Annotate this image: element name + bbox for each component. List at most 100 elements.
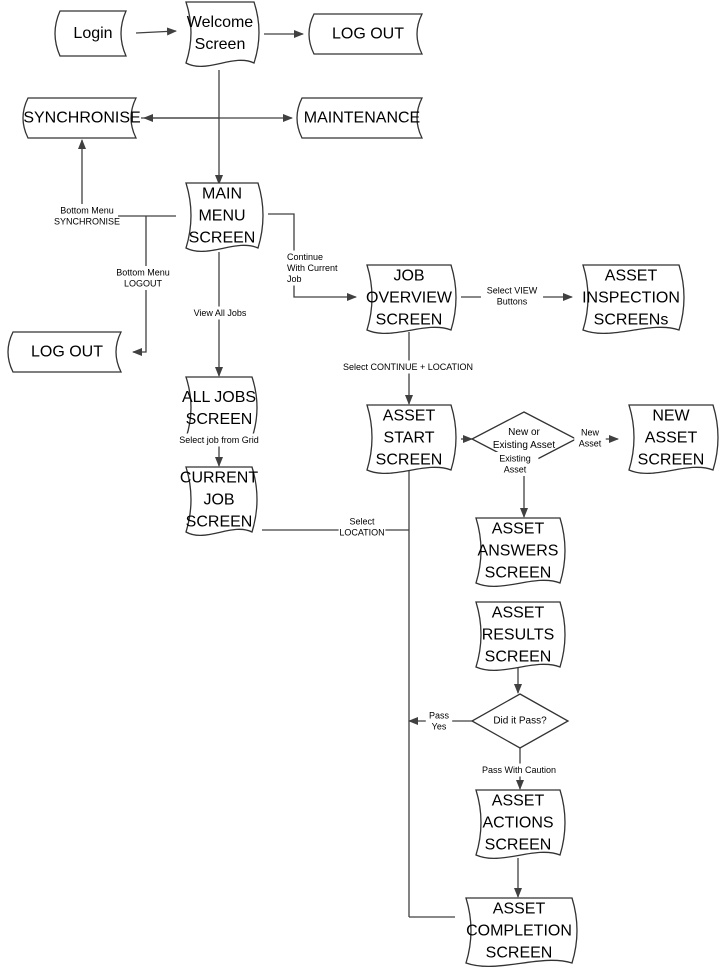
node-shape bbox=[22, 97, 138, 139]
node-label-line: Did it Pass? bbox=[493, 716, 547, 727]
node-shape bbox=[185, 466, 258, 537]
node-label-line: INSPECTION bbox=[582, 290, 680, 307]
edge-label-select-continue-location: Select CONTINUE + LOCATION bbox=[338, 360, 478, 374]
node-label-line: SCREEN bbox=[186, 514, 253, 531]
edge-label-line: Asset bbox=[579, 439, 602, 449]
edge-label-line: Pass bbox=[429, 711, 450, 721]
node-asset-start: ASSET START SCREEN bbox=[366, 404, 457, 475]
node-label-line: ASSET bbox=[383, 408, 436, 425]
edge-label-line: View All Jobs bbox=[194, 308, 247, 318]
node-did-it-pass: Did it Pass? bbox=[470, 693, 570, 749]
node-label-line: ANSWERS bbox=[478, 543, 559, 560]
node-label-line: SCREEN bbox=[485, 837, 552, 854]
edge-label-line: Pass With Caution bbox=[482, 765, 556, 775]
node-shape bbox=[296, 97, 424, 139]
node-label-line: ASSET bbox=[605, 268, 658, 285]
node-shape bbox=[7, 331, 123, 373]
edge-label-line: Yes bbox=[432, 722, 447, 732]
edge-label-bg bbox=[111, 266, 175, 290]
edge-label-line: Buttons bbox=[497, 297, 528, 307]
node-label-line: Welcome bbox=[187, 14, 253, 31]
edge-label-bg bbox=[480, 284, 544, 308]
node-shape bbox=[628, 404, 719, 475]
node-label-line: OVERVIEW bbox=[366, 290, 453, 307]
node-label-line: START bbox=[384, 430, 435, 447]
edge-label-bg bbox=[285, 250, 353, 286]
node-label-line: MAINTENANCE bbox=[304, 110, 420, 127]
edge-label-line: New bbox=[581, 428, 600, 438]
node-label-line: Existing Asset bbox=[493, 440, 555, 451]
node-shape bbox=[582, 264, 685, 334]
node-label-line: CURRENT bbox=[180, 470, 258, 487]
edge-label-line: LOGOUT bbox=[124, 279, 163, 289]
edge-label-bg bbox=[425, 709, 453, 733]
node-label-line: MENU bbox=[198, 208, 245, 225]
edge-label-line: LOCATION bbox=[339, 528, 384, 538]
node-logout-top: LOG OUT bbox=[308, 13, 424, 55]
edge-label-bg bbox=[338, 515, 386, 539]
node-shape bbox=[185, 182, 264, 253]
node-label-line: LOG OUT bbox=[332, 26, 404, 43]
node-logout-left: LOG OUT bbox=[7, 331, 123, 373]
node-maintenance: MAINTENANCE bbox=[296, 97, 424, 139]
edge-label-line: Continue bbox=[287, 252, 323, 262]
node-label-line: SCREEN bbox=[638, 452, 705, 469]
edge-label-bg bbox=[472, 763, 566, 777]
node-label-line: SCREENs bbox=[594, 312, 669, 329]
node-job-overview: JOB OVERVIEW SCREEN bbox=[366, 264, 457, 335]
node-label-line: ASSET bbox=[492, 605, 545, 622]
edge-label-bg bbox=[574, 426, 606, 450]
node-shape bbox=[470, 693, 570, 749]
node-label-line: JOB bbox=[393, 268, 424, 285]
node-label-line: Screen bbox=[195, 36, 246, 53]
node-label-line: SCREEN bbox=[485, 565, 552, 582]
node-label-line: ALL JOBS bbox=[182, 389, 256, 406]
node-shape bbox=[366, 264, 457, 335]
edge-label-line: Bottom Menu bbox=[60, 206, 114, 216]
node-label-line: SCREEN bbox=[189, 230, 256, 247]
edge-label-select-job-grid: Select job from Grid bbox=[165, 433, 273, 447]
node-shape bbox=[185, 376, 258, 443]
edge-label-bg bbox=[55, 204, 119, 228]
edge-label-bg bbox=[165, 433, 273, 447]
edge-label-line: SYNCHRONISE bbox=[54, 217, 120, 227]
edge-label-pass-with-caution: Pass With Caution bbox=[472, 763, 566, 777]
connector-line bbox=[132, 216, 147, 356]
node-label-line: SCREEN bbox=[376, 452, 443, 469]
edge-label-line: Select job from Grid bbox=[179, 435, 259, 445]
edge-label-line: With Current bbox=[287, 263, 338, 273]
node-shape bbox=[475, 601, 566, 672]
edge-label-bg bbox=[183, 306, 257, 320]
node-label-line: New or bbox=[508, 427, 540, 438]
edge-label-bg bbox=[338, 360, 478, 374]
node-label-line: LOG OUT bbox=[31, 344, 103, 361]
node-shape bbox=[185, 1, 260, 68]
node-asset-inspection: ASSET INSPECTION SCREENs bbox=[582, 264, 685, 334]
edge-label-line: Job bbox=[287, 274, 302, 284]
node-login: Login bbox=[54, 10, 127, 57]
edge-label-view-all-jobs: View All Jobs bbox=[183, 306, 257, 320]
node-label-line: ACTIONS bbox=[482, 815, 553, 832]
node-label-line: Login bbox=[73, 25, 112, 42]
node-shape bbox=[475, 789, 566, 860]
edge-label-line: Existing bbox=[499, 454, 531, 464]
node-shape bbox=[308, 13, 424, 55]
node-label-line: SCREEN bbox=[376, 312, 443, 329]
edge-label-line: Select bbox=[349, 517, 375, 527]
edge-label-line: Bottom Menu bbox=[116, 268, 170, 278]
edge-label-line: Asset bbox=[504, 465, 527, 475]
